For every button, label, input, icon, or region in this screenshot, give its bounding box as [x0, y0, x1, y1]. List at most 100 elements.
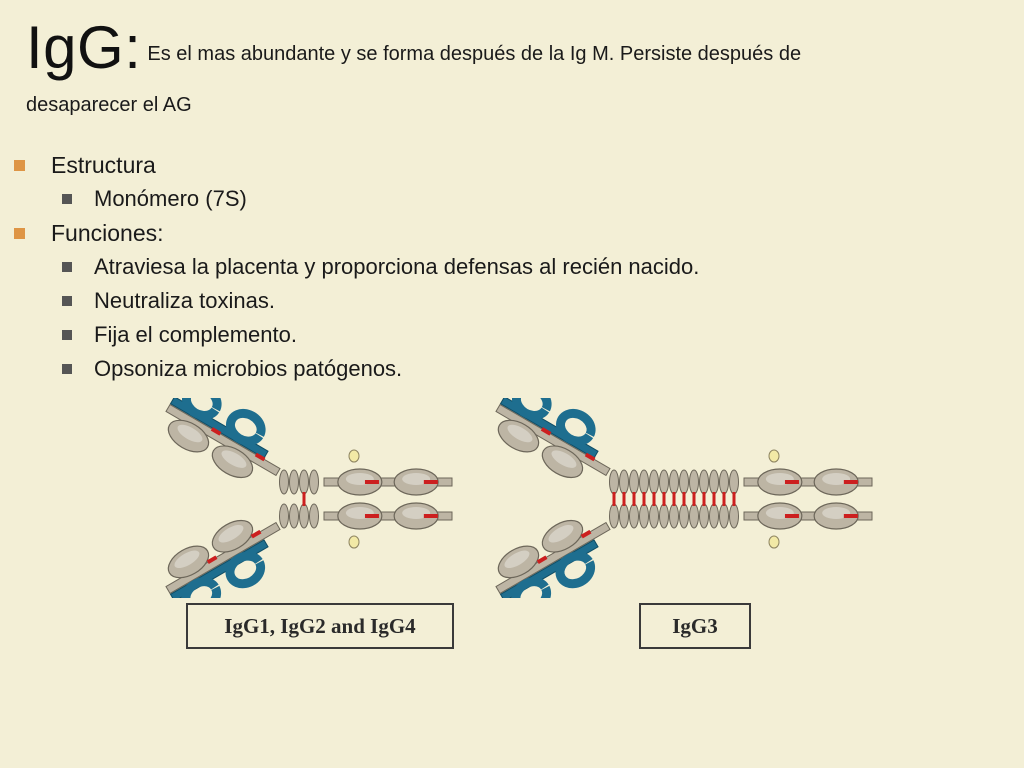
- disulfide-bond: [206, 555, 218, 564]
- domain-highlight: [218, 524, 244, 543]
- label-igg3: IgG3: [639, 603, 751, 649]
- domain-highlight: [174, 550, 200, 569]
- domain: [541, 519, 584, 553]
- disulfide-bond: [652, 492, 656, 506]
- disulfide-bond: [784, 480, 799, 484]
- light-chain-domain: [182, 398, 222, 420]
- hinge-segment: [689, 503, 699, 529]
- domain: [167, 545, 210, 579]
- hinge-segment: [279, 503, 289, 529]
- hinge-segment: [659, 469, 669, 495]
- carbohydrate: [348, 449, 360, 463]
- disulfide-bond: [682, 492, 686, 506]
- light-chain-domain: [226, 408, 266, 446]
- domain: [393, 468, 439, 496]
- hinge-segment: [609, 469, 619, 495]
- domain: [497, 545, 540, 579]
- fab-arm: [165, 519, 281, 598]
- disulfide-bond: [642, 492, 646, 506]
- light-chain-domain: [181, 577, 222, 598]
- title-text-line2: desaparecer el AG: [26, 94, 192, 116]
- antibody: [165, 398, 453, 598]
- disulfide-bond: [672, 492, 676, 506]
- fab-arm: [495, 398, 611, 479]
- hinge-segment: [289, 503, 299, 529]
- slide-title: IgG:Es el mas abundante y se forma despu…: [26, 18, 986, 78]
- domain: [813, 468, 859, 496]
- igg-diagram: [150, 398, 880, 598]
- sub-bullet-label: Monómero (7S): [94, 186, 247, 211]
- light-chain-domain: [556, 408, 596, 446]
- sub-bullet-label: Atraviesa la placenta y proporciona defe…: [94, 254, 700, 279]
- hinge-segment: [639, 469, 649, 495]
- hinge-segment: [729, 469, 739, 495]
- domain: [813, 502, 859, 530]
- domain: [211, 519, 254, 553]
- fc-chain: [743, 511, 873, 521]
- sub-bullet-marker: [62, 330, 72, 340]
- disulfide-bond: [632, 492, 636, 506]
- hinge-segment: [679, 469, 689, 495]
- disulfide-bond: [732, 492, 736, 506]
- light-chain-domain: [225, 551, 266, 589]
- hinge-segment: [709, 503, 719, 529]
- disulfide-bond: [784, 514, 799, 518]
- domain-shape: [813, 502, 859, 530]
- hinge-segment: [649, 469, 659, 495]
- disulfide-bond: [540, 427, 552, 436]
- domain: [211, 445, 254, 479]
- disulfide-bond: [536, 555, 548, 564]
- hinge-segment: [699, 503, 709, 529]
- domain-shape: [757, 468, 803, 496]
- disulfide-bond: [250, 529, 262, 539]
- disulfide-bond: [210, 427, 222, 436]
- hinge-segment: [619, 469, 629, 495]
- hinge-segment: [309, 503, 319, 529]
- hinge-segment: [709, 469, 719, 495]
- domain: [167, 419, 210, 453]
- domain-shape: [757, 502, 803, 530]
- title-text-line1: Es el mas abundante y se forma después d…: [147, 43, 802, 65]
- light-chain-domain: [512, 398, 552, 420]
- hinge-segment: [639, 503, 649, 529]
- fc-chain: [743, 477, 873, 487]
- domain-highlight: [402, 507, 431, 519]
- hinge-segment: [299, 469, 309, 495]
- hinge-segment: [649, 503, 659, 529]
- domain-highlight: [504, 550, 530, 569]
- disulfide-bond: [423, 480, 438, 484]
- hinge-segment: [659, 503, 669, 529]
- bullet-label: Estructura: [51, 151, 156, 178]
- hinge-segment: [719, 503, 729, 529]
- sub-bullet: Fija el complemento.: [12, 318, 699, 352]
- fab-arm: [165, 398, 281, 479]
- hinge-segment: [669, 469, 679, 495]
- hinge-segment: [729, 503, 739, 529]
- domain: [393, 502, 439, 530]
- light-chain-domain: [555, 551, 596, 589]
- disulfide-bond: [364, 480, 379, 484]
- bullet-marker: [14, 159, 25, 171]
- hinge-segment: [619, 503, 629, 529]
- bullet-list: Estructura Monómero (7S) Funciones: Atra…: [12, 148, 699, 386]
- disulfide-bond: [662, 492, 666, 506]
- fc-chain: [323, 511, 453, 521]
- domain-shape: [497, 545, 540, 579]
- title-heading: IgG:: [26, 14, 142, 81]
- heavy-chain: [495, 521, 611, 595]
- hinge-segment: [699, 469, 709, 495]
- fc-chain: [323, 477, 453, 487]
- disulfide-bond: [722, 492, 726, 506]
- disulfide-bond: [712, 492, 716, 506]
- domain-shape: [337, 468, 383, 496]
- disulfide-bond: [622, 492, 626, 506]
- disulfide-bond: [843, 480, 858, 484]
- bullet-funciones: Funciones:: [12, 216, 699, 250]
- hinge-segment: [629, 469, 639, 495]
- heavy-chain: [165, 403, 281, 477]
- domain-highlight: [402, 473, 431, 485]
- sub-bullet: Neutraliza toxinas.: [12, 284, 699, 318]
- carbohydrate: [768, 449, 780, 463]
- domain-shape: [541, 519, 584, 553]
- hinge-segment: [309, 469, 319, 495]
